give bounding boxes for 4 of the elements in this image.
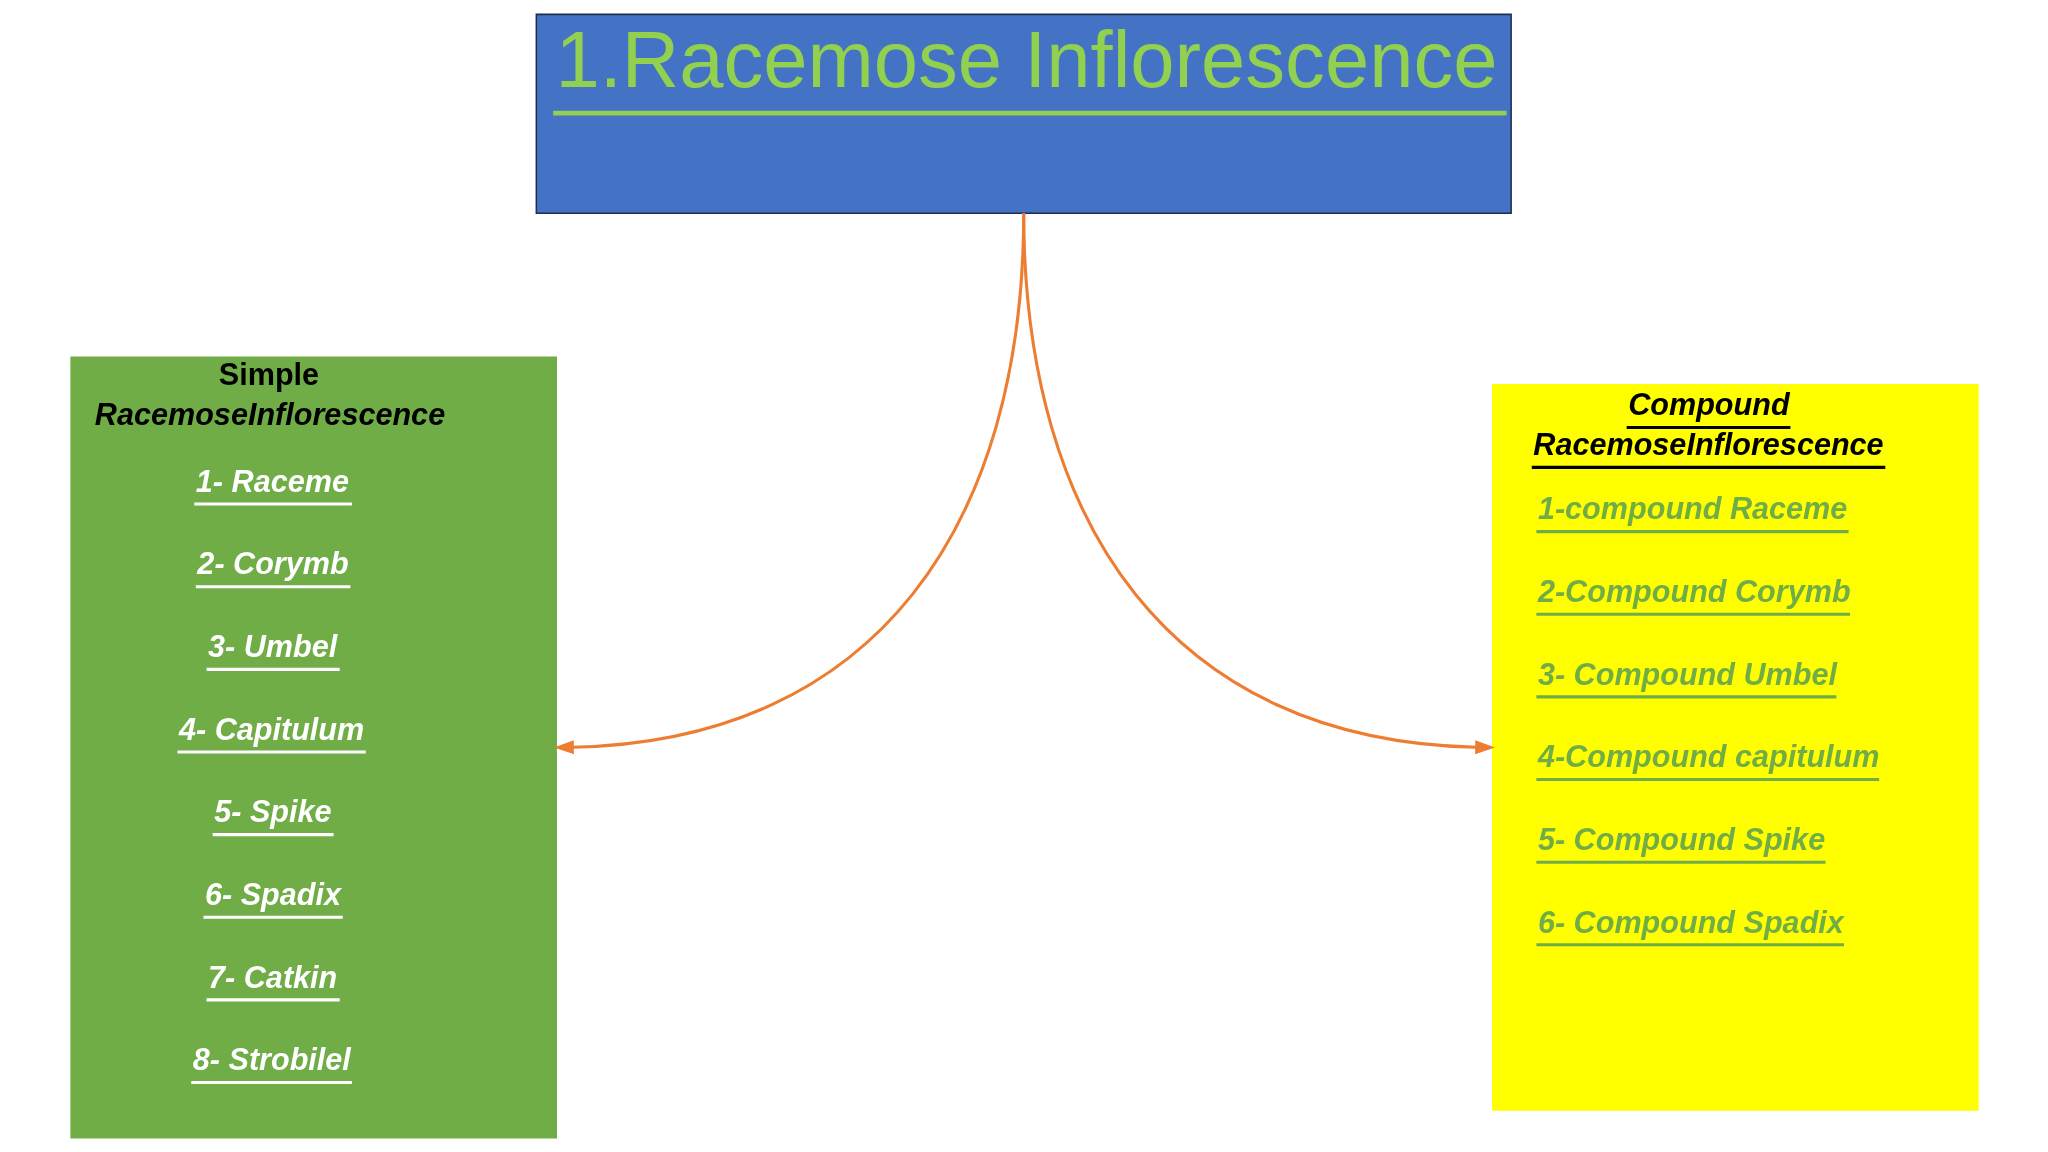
node-box: 1.Racemose Inflorescence [535,13,1512,215]
arrow [1021,213,1495,755]
node-box: Compound RacemoseInflorescence 1-compound Raceme 2-Compound Corymb 3- Compound Umbel 4-Compound capitulum 5- Compound Spike 6- Compound Spadix [1491,383,1979,1111]
node-box: Simple RacemoseInflorescence 1- Raceme 2- Corymb 3- Umbel 4- Capitulum 5- Spike 6- Spadix 7- Catkin 8- Strobilel [69,356,557,1139]
